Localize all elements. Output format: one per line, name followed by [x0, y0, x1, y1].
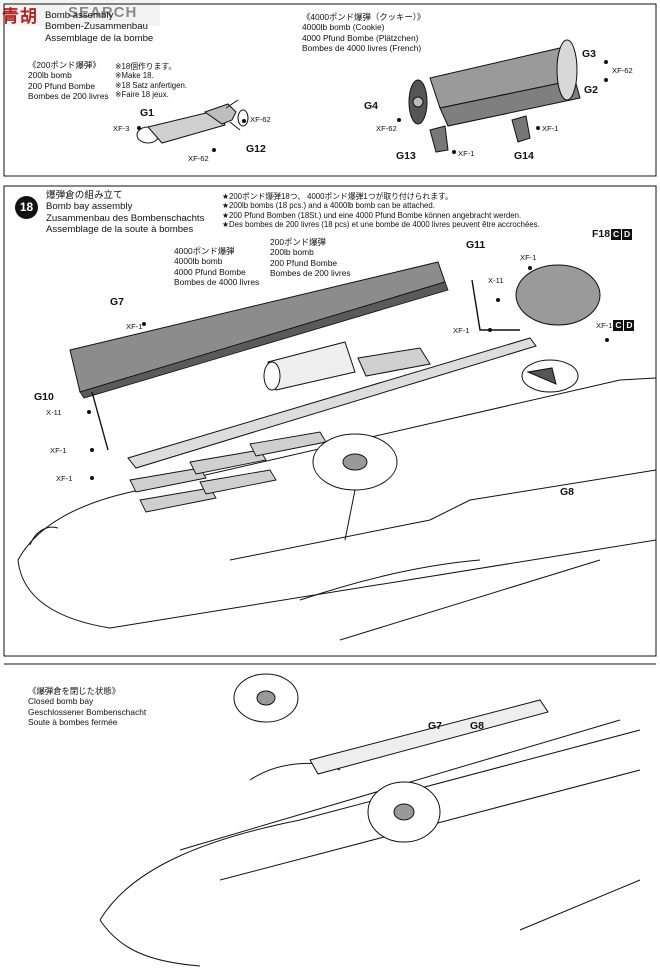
label-g2: G2 — [584, 84, 599, 96]
bay-small-bombs — [129, 431, 327, 513]
paint-x11-a: X-11 — [46, 408, 62, 417]
paint-xf62-d: XF-62 — [376, 124, 397, 133]
top-panel-frame — [3, 3, 657, 177]
title-line-de: Bomben-Zusammenbau — [45, 21, 148, 33]
bay-cookie-callout: 4000ポンド爆弾 4000lb bomb 4000 Pfund Bombe B… — [174, 246, 260, 288]
bomb-bay-door-g8 — [127, 337, 537, 469]
label-g12: G12 — [246, 143, 266, 155]
label-g7: G7 — [110, 296, 125, 308]
step18-title: 爆弾倉の組み立て Bomb bay assembly Zusammenbau d… — [46, 190, 205, 236]
watermark-logo: 青胡 — [2, 7, 38, 27]
step-number-badge: 18 — [15, 196, 38, 219]
step18-panel-frame — [3, 185, 657, 657]
bay-small-bomb-callout: 200ポンド爆弾 200lb bomb 200 Pfund Bombe Bomb… — [270, 237, 351, 279]
paint-callout-dots — [87, 60, 609, 480]
paint-xf1-e: XF-1 — [56, 474, 73, 483]
paint-xf62-b: XF-62 — [188, 154, 209, 163]
paint-xf62-a: XF-62 — [250, 115, 271, 124]
small-bomb-drawing — [136, 99, 249, 144]
label-g3: G3 — [582, 48, 597, 60]
title-line-en: Bomb assembly — [45, 10, 114, 21]
paint-xf1-f: XF-1 — [453, 326, 470, 335]
label-g10: G10 — [34, 391, 54, 403]
paint-xf1-c: XF-1 — [126, 322, 143, 331]
paint-x11-b: X-11 — [488, 276, 504, 285]
bay-cookie-bomb — [263, 341, 431, 391]
label-g11: G11 — [466, 239, 486, 251]
label-g8: G8 — [560, 486, 575, 498]
label-g1: G1 — [140, 107, 155, 119]
landing-gear-wheel — [312, 433, 398, 541]
paint-xf62-c: XF-62 — [612, 66, 633, 75]
bomb-assembly-title: Bomb assembly Bomben-Zusammenbau Assembl… — [45, 10, 153, 44]
aircraft-fuselage-drawing — [17, 377, 657, 641]
make-18-note: ※18個作ります。 ※Make 18. ※18 Satz anfertigen.… — [115, 62, 187, 100]
paint-xf1-a: XF-1 — [542, 124, 559, 133]
paint-xf1-b: XF-1 — [458, 149, 475, 158]
closed-bay-caption: 《爆弾倉を閉じた状態》 Closed bomb bay Geschlossene… — [28, 686, 147, 728]
canopy-f18 — [515, 264, 601, 393]
closed-bay-wheels — [233, 673, 441, 843]
label-closed-g8: G8 — [470, 720, 485, 732]
paint-xf1-d: XF-1 — [50, 446, 67, 455]
step18-notes: ★200ポンド爆弾18つ、 4000ポンド爆弾1つが取り付けられます。 ★200… — [222, 192, 540, 230]
small-bomb-caption: 《200ポンド爆弾》 200lb bomb 200 Pfund Bombe Bo… — [28, 60, 109, 102]
label-g13: G13 — [396, 150, 416, 162]
watermark-site: SEARCH — [68, 4, 138, 21]
version-box-c: C — [611, 229, 622, 240]
label-closed-g7: G7 — [428, 720, 443, 732]
closed-bay-doors — [309, 699, 549, 775]
paint-xf1-g: XF-1 — [520, 253, 537, 262]
paint-xf3: XF-3 — [113, 124, 130, 133]
cookie-bomb-caption: 《4000ポンド爆弾（クッキー）》 4000lb bomb (Cookie) 4… — [302, 12, 426, 54]
title-line-fr: Assemblage de la bombe — [45, 32, 154, 44]
version-box-d: D — [622, 229, 633, 240]
label-g14: G14 — [514, 150, 534, 162]
part-g10 — [91, 391, 109, 451]
part-g11 — [471, 279, 520, 331]
label-g4: G4 — [364, 100, 379, 112]
cookie-bomb-drawing — [408, 39, 581, 153]
